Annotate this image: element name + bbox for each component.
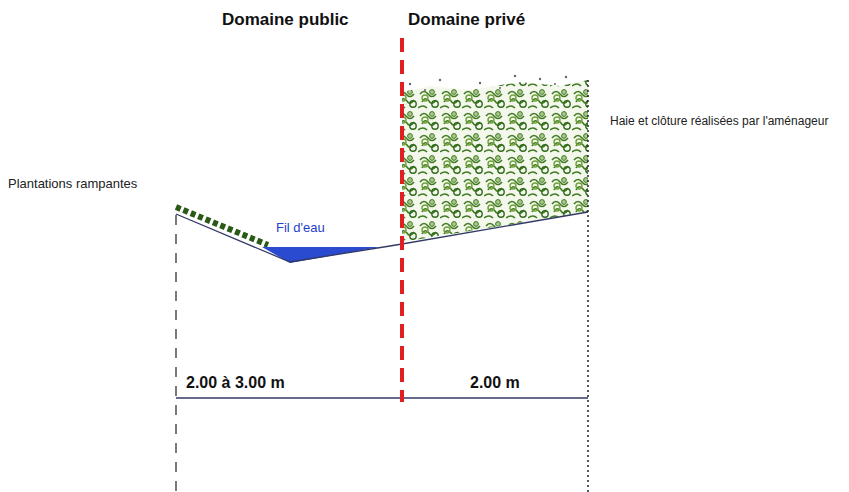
dimension-label: 2.00 à 3.00 m bbox=[186, 374, 285, 392]
hedge-fill bbox=[402, 80, 588, 242]
fence-line bbox=[587, 80, 589, 492]
creeping-plants bbox=[176, 207, 268, 245]
boundary-line bbox=[175, 215, 176, 492]
dimension-line bbox=[176, 397, 588, 399]
note-label: Plantations rampantes bbox=[8, 176, 137, 191]
domain-title: Domaine privé bbox=[408, 10, 525, 30]
hedge-dots bbox=[409, 75, 567, 91]
note-label: Haie et clôture réalisées par l'aménageu… bbox=[610, 114, 840, 128]
ground-line bbox=[176, 212, 588, 262]
dimension-label: 2.00 m bbox=[470, 374, 520, 392]
water-label: Fil d'eau bbox=[276, 220, 325, 235]
domain-title: Domaine public bbox=[222, 10, 349, 30]
water-channel bbox=[262, 247, 380, 263]
property-limit bbox=[400, 38, 404, 402]
